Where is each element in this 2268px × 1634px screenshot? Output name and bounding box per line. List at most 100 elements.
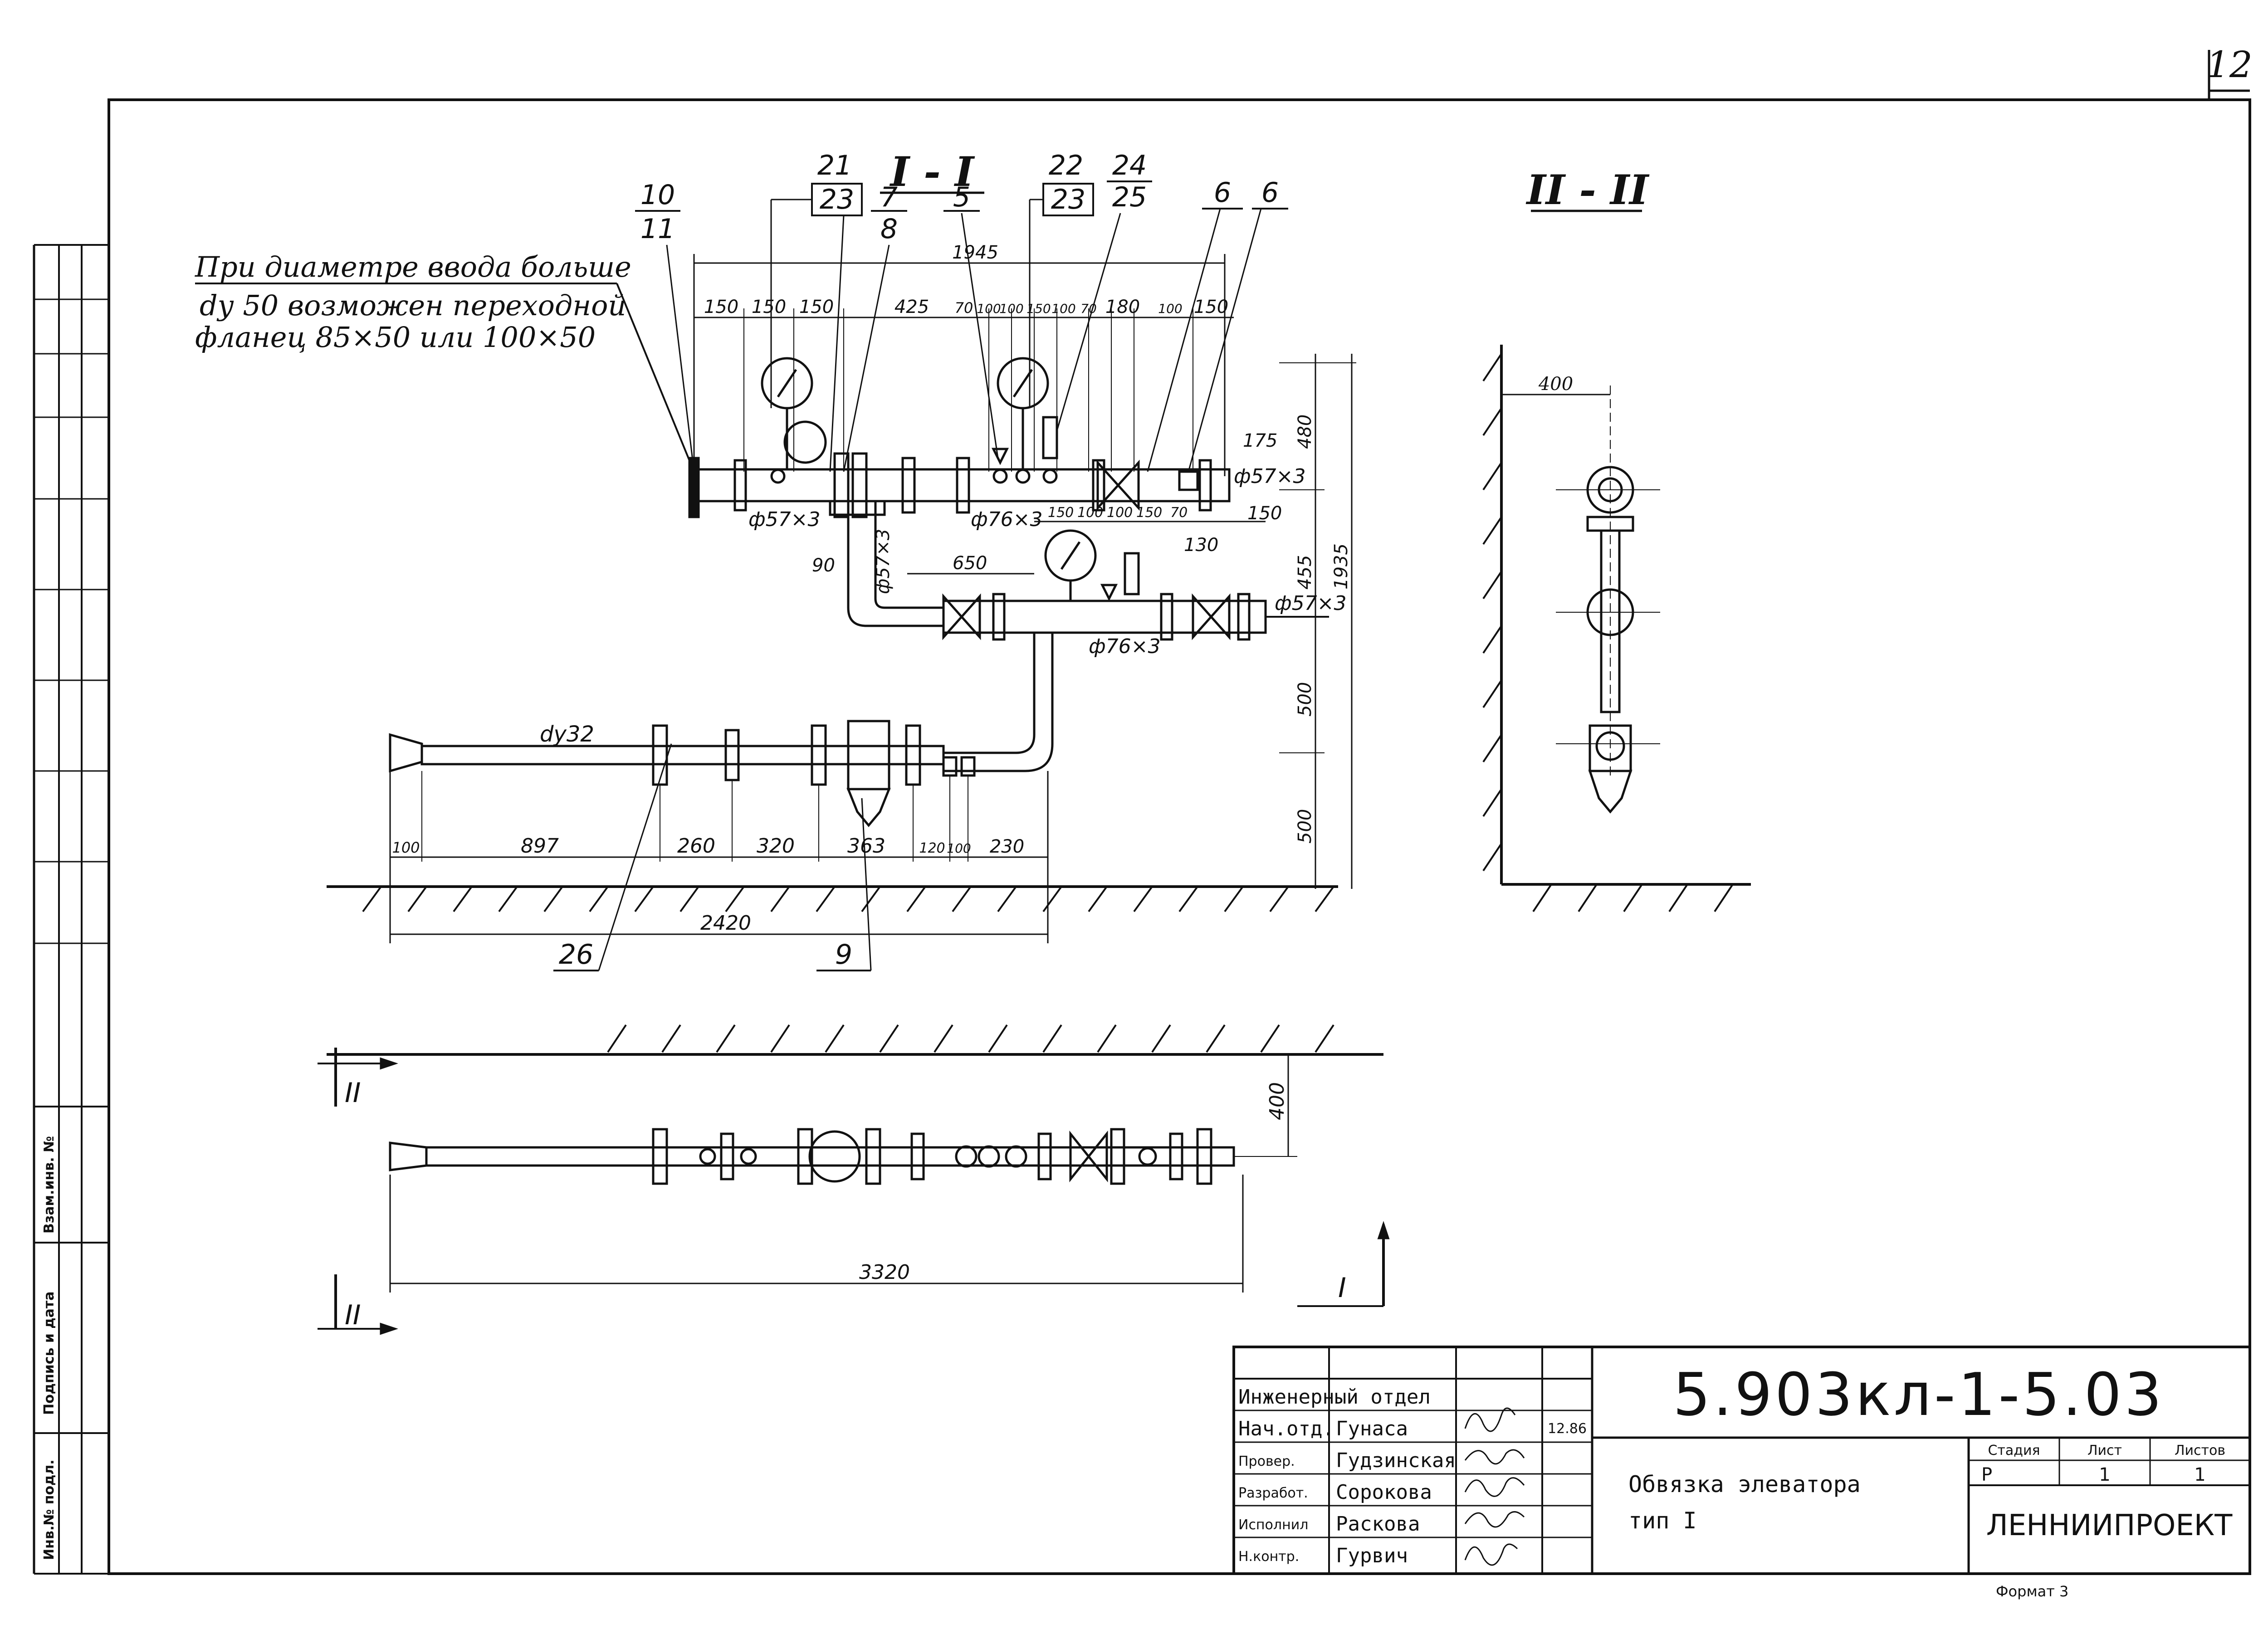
callout-25: 25 bbox=[1112, 181, 1147, 213]
dim-130: 130 bbox=[1184, 535, 1218, 556]
dim-mid-1: 100 bbox=[1077, 505, 1103, 521]
plan-view bbox=[318, 1024, 1390, 1335]
pipe-label-d76-upper: ф76×3 bbox=[971, 508, 1042, 531]
dim-chain-11: 100 bbox=[1158, 301, 1182, 316]
margin-label-replaced-inventory: Взам.инв. № bbox=[41, 1136, 57, 1234]
drawing-title-line-1: Обвязка элеватора bbox=[1628, 1471, 1861, 1497]
stage-label: Стадия bbox=[1988, 1443, 2040, 1458]
callout-11: 11 bbox=[640, 213, 675, 245]
date-row-1: 12.86 bbox=[1548, 1421, 1587, 1437]
dimension-labels: 1945 150 150 150 425 70 100 100 150 100 … bbox=[392, 242, 1352, 935]
dim-bottom-1: 897 bbox=[521, 834, 559, 858]
dim-chain-0: 150 bbox=[704, 297, 738, 317]
callout-7: 7 bbox=[880, 181, 898, 213]
dim-bottom-0: 100 bbox=[392, 839, 420, 856]
dim-chain-1: 150 bbox=[752, 297, 786, 317]
callouts: 10 11 21 23 7 8 5 22 23 24 25 6 6 26 bbox=[553, 150, 1288, 971]
section-I-title: I - I bbox=[889, 148, 975, 196]
dim-chain-5: 100 bbox=[977, 301, 1001, 316]
callout-24: 24 bbox=[1112, 150, 1147, 181]
name-row-3: Сорокова bbox=[1336, 1481, 1432, 1504]
bottom-pipe-line bbox=[327, 354, 1356, 943]
elevator-loop bbox=[907, 521, 1329, 772]
role-row-2: Провер. bbox=[1238, 1454, 1295, 1469]
dim-v500b: 500 bbox=[1295, 809, 1315, 844]
dim-650: 650 bbox=[953, 553, 987, 574]
dim-bottom-4: 363 bbox=[847, 834, 885, 858]
dim-chain-4: 70 bbox=[955, 299, 973, 317]
callout-9: 9 bbox=[835, 939, 852, 971]
dim-175: 175 bbox=[1243, 430, 1277, 451]
dim-chain-10: 180 bbox=[1105, 297, 1140, 317]
sheets-label: Листов bbox=[2175, 1443, 2225, 1458]
dim-90: 90 bbox=[812, 555, 835, 576]
pipe-label-d57-right: ф57×3 bbox=[1234, 465, 1305, 488]
dim-bottom-7: 230 bbox=[990, 836, 1024, 857]
organization: ЛЕННИИПРОЕКТ bbox=[1986, 1509, 2233, 1542]
name-row-2: Гудзинская bbox=[1336, 1449, 1456, 1472]
dim-chain-6: 100 bbox=[999, 301, 1023, 316]
drawing-title-line-2: тип I bbox=[1628, 1507, 1697, 1534]
sheet-label: Лист bbox=[2087, 1443, 2122, 1458]
dim-v480: 480 bbox=[1295, 415, 1315, 449]
name-row-1: Гунаса bbox=[1336, 1417, 1408, 1440]
note-line-2: dу 50 возможен переходной bbox=[200, 289, 626, 322]
dim-chain-8: 100 bbox=[1051, 301, 1075, 316]
sheet-value: 1 bbox=[2099, 1464, 2110, 1485]
pipe-label-dy32: dу32 bbox=[540, 722, 594, 747]
callout-6a: 6 bbox=[1214, 177, 1231, 209]
callout-5: 5 bbox=[953, 181, 970, 213]
dim-chain-7: 150 bbox=[1026, 301, 1051, 316]
cut-mark-I: I bbox=[1338, 1272, 1346, 1304]
name-row-5: Гурвич bbox=[1336, 1544, 1408, 1567]
pipe-label-d57-vertical: ф57×3 bbox=[873, 529, 894, 594]
section-II-title: II - II bbox=[1525, 166, 1650, 214]
dim-v455: 455 bbox=[1295, 555, 1315, 590]
callout-26: 26 bbox=[559, 939, 593, 971]
format-label: Формат 3 bbox=[1996, 1583, 2068, 1600]
pipe-label-d57-lower-right: ф57×3 bbox=[1275, 592, 1346, 615]
callout-23a: 23 bbox=[820, 184, 854, 215]
title-block-text: 5.903кл-1-5.03 Инженерный отдел Нач.отд.… bbox=[1238, 1360, 2233, 1600]
margin-label-signature-date: Подпись и дата bbox=[41, 1292, 57, 1415]
signatures bbox=[1464, 1407, 1525, 1566]
section-I-elevation bbox=[688, 254, 1234, 627]
callout-22: 22 bbox=[1049, 150, 1083, 181]
dim-mid-3: 150 bbox=[1136, 505, 1162, 521]
callout-23b: 23 bbox=[1051, 184, 1085, 215]
dim-v1935: 1935 bbox=[1331, 543, 1352, 590]
pipe-label-d57-left: ф57×3 bbox=[748, 508, 820, 531]
dim-plan-3320: 3320 bbox=[859, 1261, 910, 1284]
dim-chain-3: 425 bbox=[894, 297, 929, 317]
role-row-5: Н.контр. bbox=[1238, 1549, 1299, 1565]
dim-plan-400: 400 bbox=[1266, 1082, 1289, 1120]
callout-10: 10 bbox=[640, 179, 675, 211]
dim-v500a: 500 bbox=[1295, 682, 1315, 717]
name-row-4: Раскова bbox=[1336, 1512, 1420, 1536]
dim-chain-12: 150 bbox=[1194, 297, 1228, 317]
stage-value: Р bbox=[1981, 1464, 1992, 1485]
dim-bottom-6: 100 bbox=[947, 841, 971, 856]
cut-mark-II-top: II bbox=[345, 1077, 361, 1109]
dim-bottom-2: 260 bbox=[677, 834, 715, 858]
dim-bottom-3: 320 bbox=[757, 834, 795, 858]
callout-21: 21 bbox=[817, 150, 852, 181]
role-row-3: Разработ. bbox=[1238, 1485, 1308, 1501]
note-block: При диаметре ввода больше dу 50 возможен… bbox=[195, 250, 695, 472]
sheet-frame bbox=[33, 50, 2251, 1575]
sheets-value: 1 bbox=[2194, 1464, 2205, 1485]
dim-mid-4: 70 bbox=[1170, 505, 1188, 521]
dim-150-right: 150 bbox=[1247, 503, 1282, 524]
drawing-code: 5.903кл-1-5.03 bbox=[1673, 1360, 2165, 1429]
dim-chain-9: 70 bbox=[1080, 301, 1097, 316]
pipe-label-d76-lower: ф76×3 bbox=[1089, 635, 1160, 658]
dim-side-400: 400 bbox=[1538, 374, 1573, 395]
dim-2420: 2420 bbox=[700, 912, 751, 935]
dim-bottom-5: 120 bbox=[919, 840, 945, 856]
section-titles: I - I II - II bbox=[880, 148, 1650, 214]
margin-label-original-inventory: Инв.№ подл. bbox=[41, 1459, 57, 1560]
dim-mid-2: 100 bbox=[1107, 505, 1133, 521]
callout-8: 8 bbox=[880, 213, 898, 245]
dim-mid-0: 150 bbox=[1048, 505, 1074, 521]
note-line-3: фланец 85×50 или 100×50 bbox=[195, 321, 596, 354]
